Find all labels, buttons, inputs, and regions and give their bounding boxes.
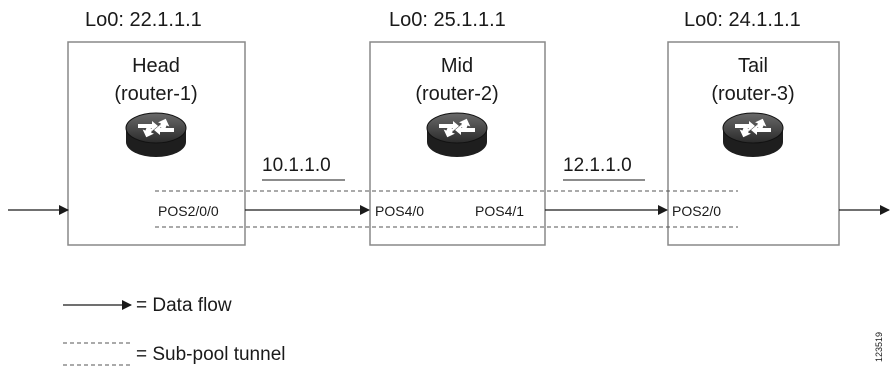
loopback-label-mid: Lo0: 25.1.1.1 bbox=[389, 9, 506, 31]
router-id-tail: (router-3) bbox=[711, 83, 794, 105]
router-icon-head bbox=[125, 112, 187, 158]
legend-data-flow-label: = Data flow bbox=[136, 295, 232, 316]
legend-sub-pool-label: = Sub-pool tunnel bbox=[136, 344, 285, 365]
network-label-2: 12.1.1.0 bbox=[563, 155, 632, 176]
figure-id: 123519 bbox=[874, 332, 884, 362]
router-name-tail: Tail bbox=[738, 55, 768, 77]
router-id-mid: (router-2) bbox=[415, 83, 498, 105]
port-label-tail-in: POS2/0 bbox=[672, 203, 721, 219]
router-icon-tail bbox=[722, 112, 784, 158]
router-name-head: Head bbox=[132, 55, 180, 77]
port-label-mid-in: POS4/0 bbox=[375, 203, 424, 219]
loopback-label-head: Lo0: 22.1.1.1 bbox=[85, 9, 202, 31]
router-name-mid: Mid bbox=[441, 55, 473, 77]
router-id-head: (router-1) bbox=[114, 83, 197, 105]
loopback-label-tail: Lo0: 24.1.1.1 bbox=[684, 9, 801, 31]
router-icon-mid bbox=[426, 112, 488, 158]
network-label-1: 10.1.1.0 bbox=[262, 155, 331, 176]
port-label-head-out: POS2/0/0 bbox=[158, 203, 219, 219]
port-label-mid-out: POS4/1 bbox=[475, 203, 524, 219]
